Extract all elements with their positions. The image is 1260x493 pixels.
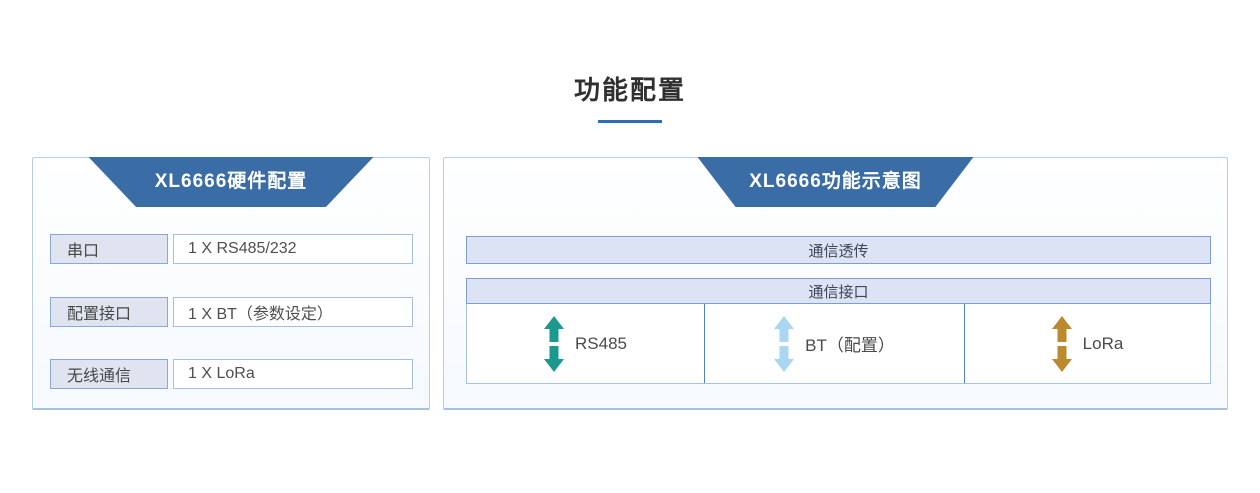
hardware-row-value: 1 X BT（参数设定） xyxy=(173,297,413,327)
down-arrow-icon xyxy=(544,345,564,372)
page-header: 功能配置 xyxy=(0,70,1260,123)
interface-cell-label: RS485 xyxy=(575,333,627,353)
double-vertical-arrow-icon xyxy=(1051,315,1072,372)
hardware-row-serial: 串口 1 X RS485/232 xyxy=(50,234,413,264)
page-title: 功能配置 xyxy=(573,75,686,105)
down-arrow-icon xyxy=(774,345,795,372)
hardware-row-label: 配置接口 xyxy=(50,297,168,327)
interface-cell-label: LoRa xyxy=(1082,333,1124,353)
hardware-row-label: 无线通信 xyxy=(50,359,168,389)
interface-table: 通信接口 RS485 BT（配置） xyxy=(466,278,1211,384)
interface-cell-bt: BT（配置） xyxy=(704,304,964,383)
up-arrow-icon xyxy=(544,315,564,342)
hardware-row-label: 串口 xyxy=(50,234,168,264)
passthrough-bar: 通信透传 xyxy=(466,236,1211,264)
interface-cell-label: BT（配置） xyxy=(805,336,895,355)
hardware-row-value: 1 X RS485/232 xyxy=(173,234,413,264)
double-vertical-arrow-icon xyxy=(774,315,795,372)
interface-table-body: RS485 BT（配置） LoRa xyxy=(466,304,1211,384)
up-arrow-icon xyxy=(774,315,795,342)
hardware-row-value: 1 X LoRa xyxy=(173,359,413,389)
title-underline xyxy=(598,120,662,123)
diagram-panel-title: XL6666功能示意图 xyxy=(697,157,974,207)
up-arrow-icon xyxy=(1051,315,1072,342)
hardware-row-wireless: 无线通信 1 X LoRa xyxy=(50,359,413,389)
function-diagram-panel: XL6666功能示意图 通信透传 通信接口 RS485 BT（配置） xyxy=(443,157,1228,410)
interface-cell-lora: LoRa xyxy=(964,304,1210,383)
double-vertical-arrow-icon xyxy=(544,315,564,372)
down-arrow-icon xyxy=(1051,345,1072,372)
hardware-row-config-interface: 配置接口 1 X BT（参数设定） xyxy=(50,297,413,327)
hardware-panel-title: XL6666硬件配置 xyxy=(88,157,374,207)
interface-cell-rs485: RS485 xyxy=(467,304,704,383)
interface-table-header: 通信接口 xyxy=(466,278,1211,304)
hardware-config-panel: XL6666硬件配置 串口 1 X RS485/232 配置接口 1 X BT（… xyxy=(32,157,430,410)
